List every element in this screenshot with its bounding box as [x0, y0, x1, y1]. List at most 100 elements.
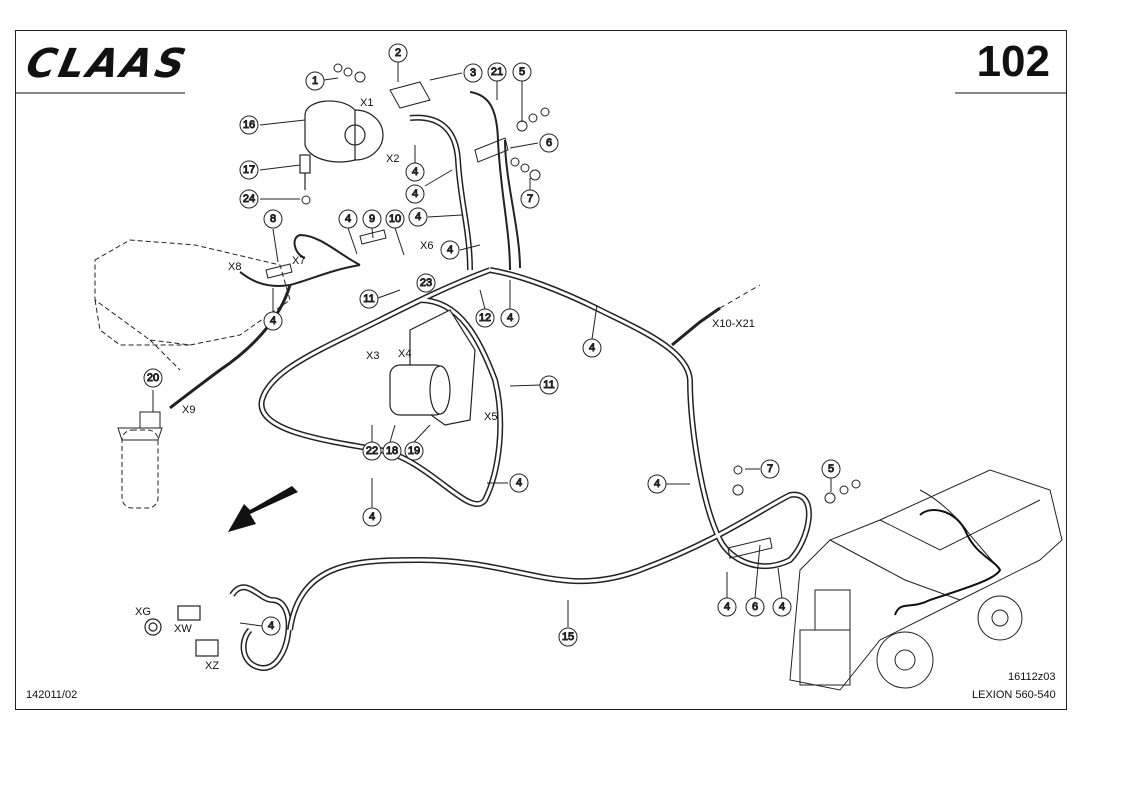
balloon-4-f: 4	[500, 308, 520, 328]
svg-text:4: 4	[516, 477, 522, 489]
label-xg: XG	[135, 606, 151, 618]
footer-code: 142011/02	[26, 689, 78, 701]
label-xz: XZ	[205, 660, 219, 672]
svg-text:21: 21	[491, 66, 503, 78]
balloon-6a: 6	[539, 133, 559, 153]
balloon-4-k: 4	[647, 474, 667, 494]
balloon-4-l: 4	[261, 616, 281, 636]
balloon-4-g: 4	[582, 338, 602, 358]
sheet-frame	[15, 30, 1067, 710]
balloon-4-n: 4	[772, 597, 792, 617]
balloon-4-a: 4	[405, 162, 425, 182]
box-19	[389, 309, 476, 426]
svg-text:22: 22	[366, 445, 378, 457]
balloon-4-m: 4	[717, 597, 737, 617]
svg-text:4: 4	[268, 620, 274, 632]
svg-text:4: 4	[507, 312, 513, 324]
balloon-21: 21	[487, 62, 507, 82]
label-x3: X3	[366, 350, 379, 362]
svg-text:4: 4	[412, 188, 418, 200]
balloon-7b: 7	[760, 459, 780, 479]
balloon-15: 15	[558, 627, 578, 647]
balloon-3: 3	[463, 63, 483, 83]
label-x2: X2	[386, 153, 399, 165]
svg-text:4: 4	[415, 211, 421, 223]
label-x1: X1	[360, 97, 373, 109]
connector-group	[144, 605, 219, 657]
svg-text:4: 4	[589, 342, 595, 354]
balloon-19: 19	[404, 441, 424, 461]
svg-text:4: 4	[345, 213, 351, 225]
svg-text:2: 2	[395, 47, 401, 59]
label-x10-x21: X10-X21	[712, 318, 755, 330]
switch-17	[299, 154, 311, 190]
svg-text:11: 11	[543, 379, 554, 391]
svg-text:4: 4	[654, 478, 660, 490]
label-x6: X6	[420, 240, 433, 252]
svg-text:7: 7	[527, 193, 533, 205]
svg-text:7: 7	[767, 463, 773, 475]
balloon-5b: 5	[821, 459, 841, 479]
label-x5: X5	[484, 411, 497, 423]
label-xw: XW	[174, 623, 192, 635]
svg-text:6: 6	[546, 137, 552, 149]
label-x4: X4	[398, 348, 411, 360]
svg-text:18: 18	[386, 445, 398, 457]
balloon-8: 8	[263, 209, 283, 229]
balloon-10: 10	[385, 209, 405, 229]
balloon-1: 1	[305, 71, 325, 91]
svg-text:6: 6	[752, 601, 758, 613]
balloon-22: 22	[362, 441, 382, 461]
combine-harvester-sketch	[789, 469, 1063, 691]
svg-text:3: 3	[470, 67, 476, 79]
balloon-6b: 6	[745, 597, 765, 617]
drawing-code: 16112z03	[1008, 671, 1056, 683]
balloon-2: 2	[388, 43, 408, 63]
model-name: LEXION 560-540	[972, 689, 1056, 701]
balloon-24: 24	[239, 189, 259, 209]
svg-text:23: 23	[420, 277, 432, 289]
balloon-12: 12	[475, 308, 495, 328]
svg-text:17: 17	[243, 164, 255, 176]
balloon-4-b: 4	[405, 184, 425, 204]
balloon-18: 18	[382, 441, 402, 461]
svg-text:5: 5	[519, 66, 525, 78]
balloon-4-i: 4	[509, 473, 529, 493]
svg-text:15: 15	[562, 631, 574, 643]
svg-text:4: 4	[369, 511, 375, 523]
direction-arrow	[228, 486, 298, 532]
svg-text:4: 4	[412, 166, 418, 178]
svg-text:1: 1	[312, 75, 318, 87]
frame-structure	[94, 239, 291, 371]
page-number: 102	[976, 37, 1050, 86]
motor-16	[304, 100, 384, 163]
balloon-4-d: 4	[440, 240, 460, 260]
svg-text:12: 12	[479, 312, 491, 324]
svg-text:9: 9	[369, 213, 375, 225]
balloon-5a: 5	[512, 62, 532, 82]
balloon-4-j: 4	[362, 507, 382, 527]
balloon-11-a: 11	[359, 289, 379, 309]
connector-labels: X1 X2 X6 X7 X8 X3 X4 X5 X9 X10-X21 XG XW…	[135, 97, 755, 672]
balloon-16: 16	[239, 115, 259, 135]
balloon-11-b: 11	[539, 375, 559, 395]
svg-text:19: 19	[408, 445, 420, 457]
balloon-callouts: 1 2 3 21 5 6 7 16 17 24 4 4 4 4 8 4 9 10…	[143, 43, 841, 647]
svg-text:10: 10	[389, 213, 401, 225]
balloon-7a: 7	[520, 189, 540, 209]
svg-text:11: 11	[363, 293, 374, 305]
svg-text:4: 4	[779, 601, 785, 613]
balloon-9: 9	[362, 209, 382, 229]
balloon-4-h: 4	[263, 311, 283, 331]
filter-housing	[121, 429, 159, 509]
svg-text:4: 4	[270, 315, 276, 327]
label-x8: X8	[228, 261, 241, 273]
balloon-4-c: 4	[408, 207, 428, 227]
svg-text:5: 5	[828, 463, 834, 475]
svg-text:20: 20	[147, 372, 159, 384]
svg-text:4: 4	[724, 601, 730, 613]
balloon-20: 20	[143, 368, 163, 388]
svg-text:16: 16	[243, 119, 255, 131]
svg-text:8: 8	[270, 213, 276, 225]
